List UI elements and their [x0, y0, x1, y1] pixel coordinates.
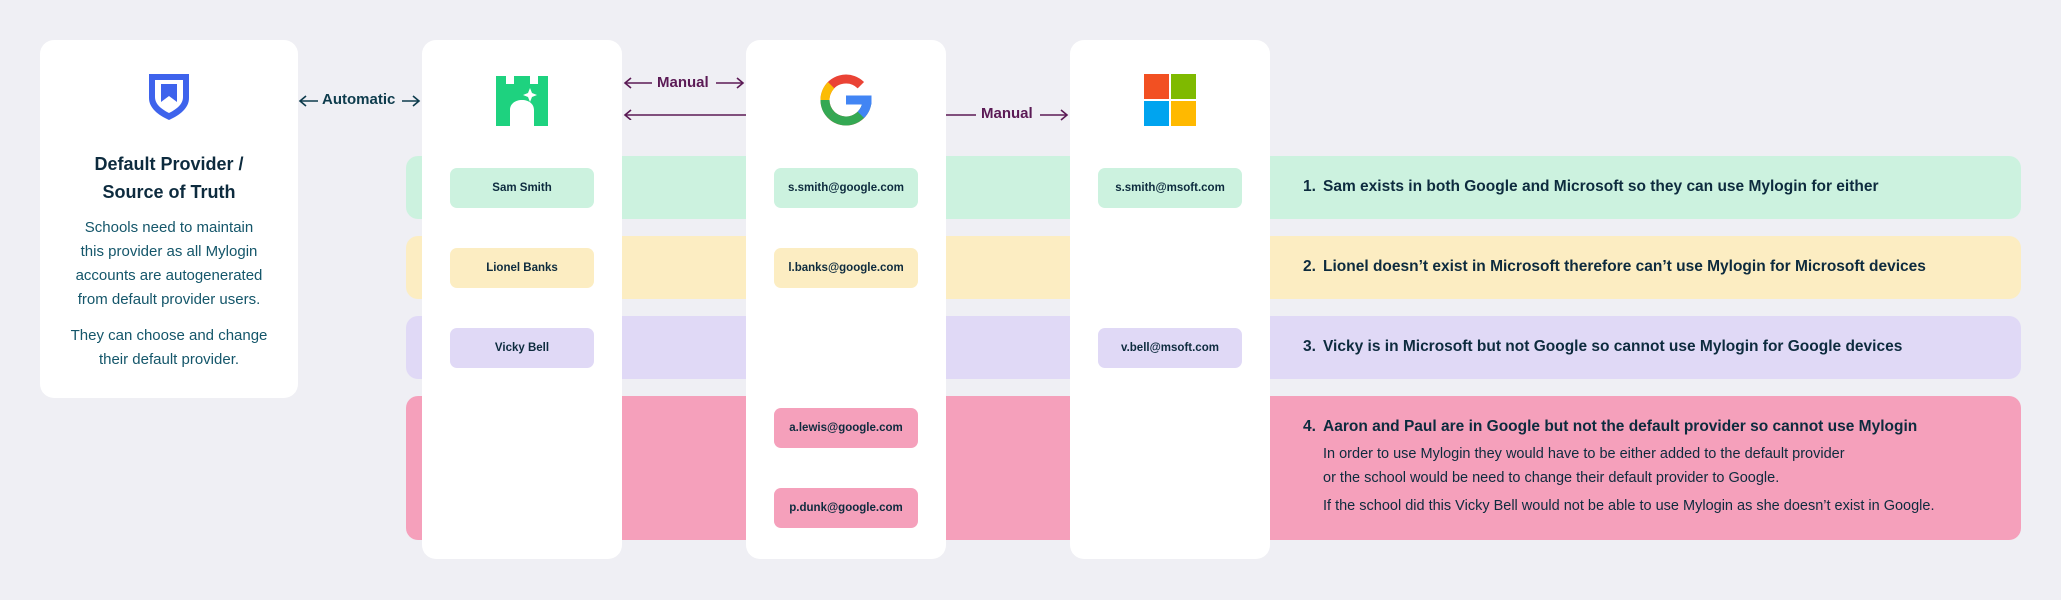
statement-text: Sam exists in both Google and Microsoft … — [1323, 178, 1879, 195]
statement-4: 4. Aaron and Paul are in Google but not t… — [1303, 418, 1917, 436]
statement-4-detail: or the school would be need to change th… — [1323, 470, 1780, 486]
title-line: Source of Truth — [102, 182, 236, 202]
statement-number: 2. — [1303, 258, 1316, 275]
default-provider-card: Default Provider / Source of Truth Schoo… — [40, 40, 298, 398]
statement-number: 3. — [1303, 338, 1316, 355]
description-paragraph: Schools need to maintain this provider a… — [52, 216, 286, 312]
shield-icon — [149, 74, 189, 120]
manual-arrow-mylogin-google — [623, 77, 746, 120]
mylogin-column: Sam Smith Lionel Banks Vicky Bell — [422, 40, 622, 559]
email-chip: s.smith@google.com — [774, 168, 918, 208]
user-chip: Sam Smith — [450, 168, 594, 208]
manual-label-top: Manual — [657, 74, 709, 91]
choice-paragraph: They can choose and change their default… — [52, 324, 286, 372]
statement-text: Lionel doesn’t exist in Microsoft theref… — [1323, 258, 1926, 275]
manual-label-right: Manual — [981, 105, 1033, 122]
email-chip: a.lewis@google.com — [774, 408, 918, 448]
castle-icon — [496, 76, 548, 126]
statement-number: 1. — [1303, 178, 1316, 195]
google-column: s.smith@google.com l.banks@google.com a.… — [746, 40, 946, 559]
statement-text: Aaron and Paul are in Google but not the… — [1323, 418, 1918, 435]
email-chip: v.bell@msoft.com — [1098, 328, 1242, 368]
automatic-label: Automatic — [322, 91, 396, 108]
automatic-arrow — [298, 95, 421, 107]
google-logo-icon — [820, 74, 872, 126]
text-line: They can choose and change — [70, 327, 268, 344]
microsoft-column: s.smith@msoft.com v.bell@msoft.com — [1070, 40, 1270, 559]
statement-4-detail: If the school did this Vicky Bell would … — [1323, 498, 1935, 514]
text-line: accounts are autogenerated — [75, 267, 263, 284]
email-chip: l.banks@google.com — [774, 248, 918, 288]
statement-2: 2. Lionel doesn’t exist in Microsoft ther… — [1303, 258, 1926, 276]
text-line: from default provider users. — [77, 291, 261, 308]
text-line: Schools need to maintain — [84, 219, 254, 236]
user-chip: Lionel Banks — [450, 248, 594, 288]
user-chip: Vicky Bell — [450, 328, 594, 368]
title-line: Default Provider / — [94, 154, 244, 174]
statement-4-detail: In order to use Mylogin they would have … — [1323, 446, 1845, 462]
manual-arrow-google-microsoft — [946, 109, 1069, 121]
email-chip: p.dunk@google.com — [774, 488, 918, 528]
text-line: their default provider. — [98, 351, 240, 368]
microsoft-logo-icon — [1144, 74, 1196, 126]
statement-text: Vicky is in Microsoft but not Google so … — [1323, 338, 1903, 355]
default-provider-title: Default Provider / Source of Truth — [40, 150, 298, 206]
statement-3: 3. Vicky is in Microsoft but not Google s… — [1303, 338, 1902, 356]
email-chip: s.smith@msoft.com — [1098, 168, 1242, 208]
statement-1: 1. Sam exists in both Google and Microsof… — [1303, 178, 1879, 196]
statement-number: 4. — [1303, 418, 1316, 435]
text-line: this provider as all Mylogin — [80, 243, 258, 260]
